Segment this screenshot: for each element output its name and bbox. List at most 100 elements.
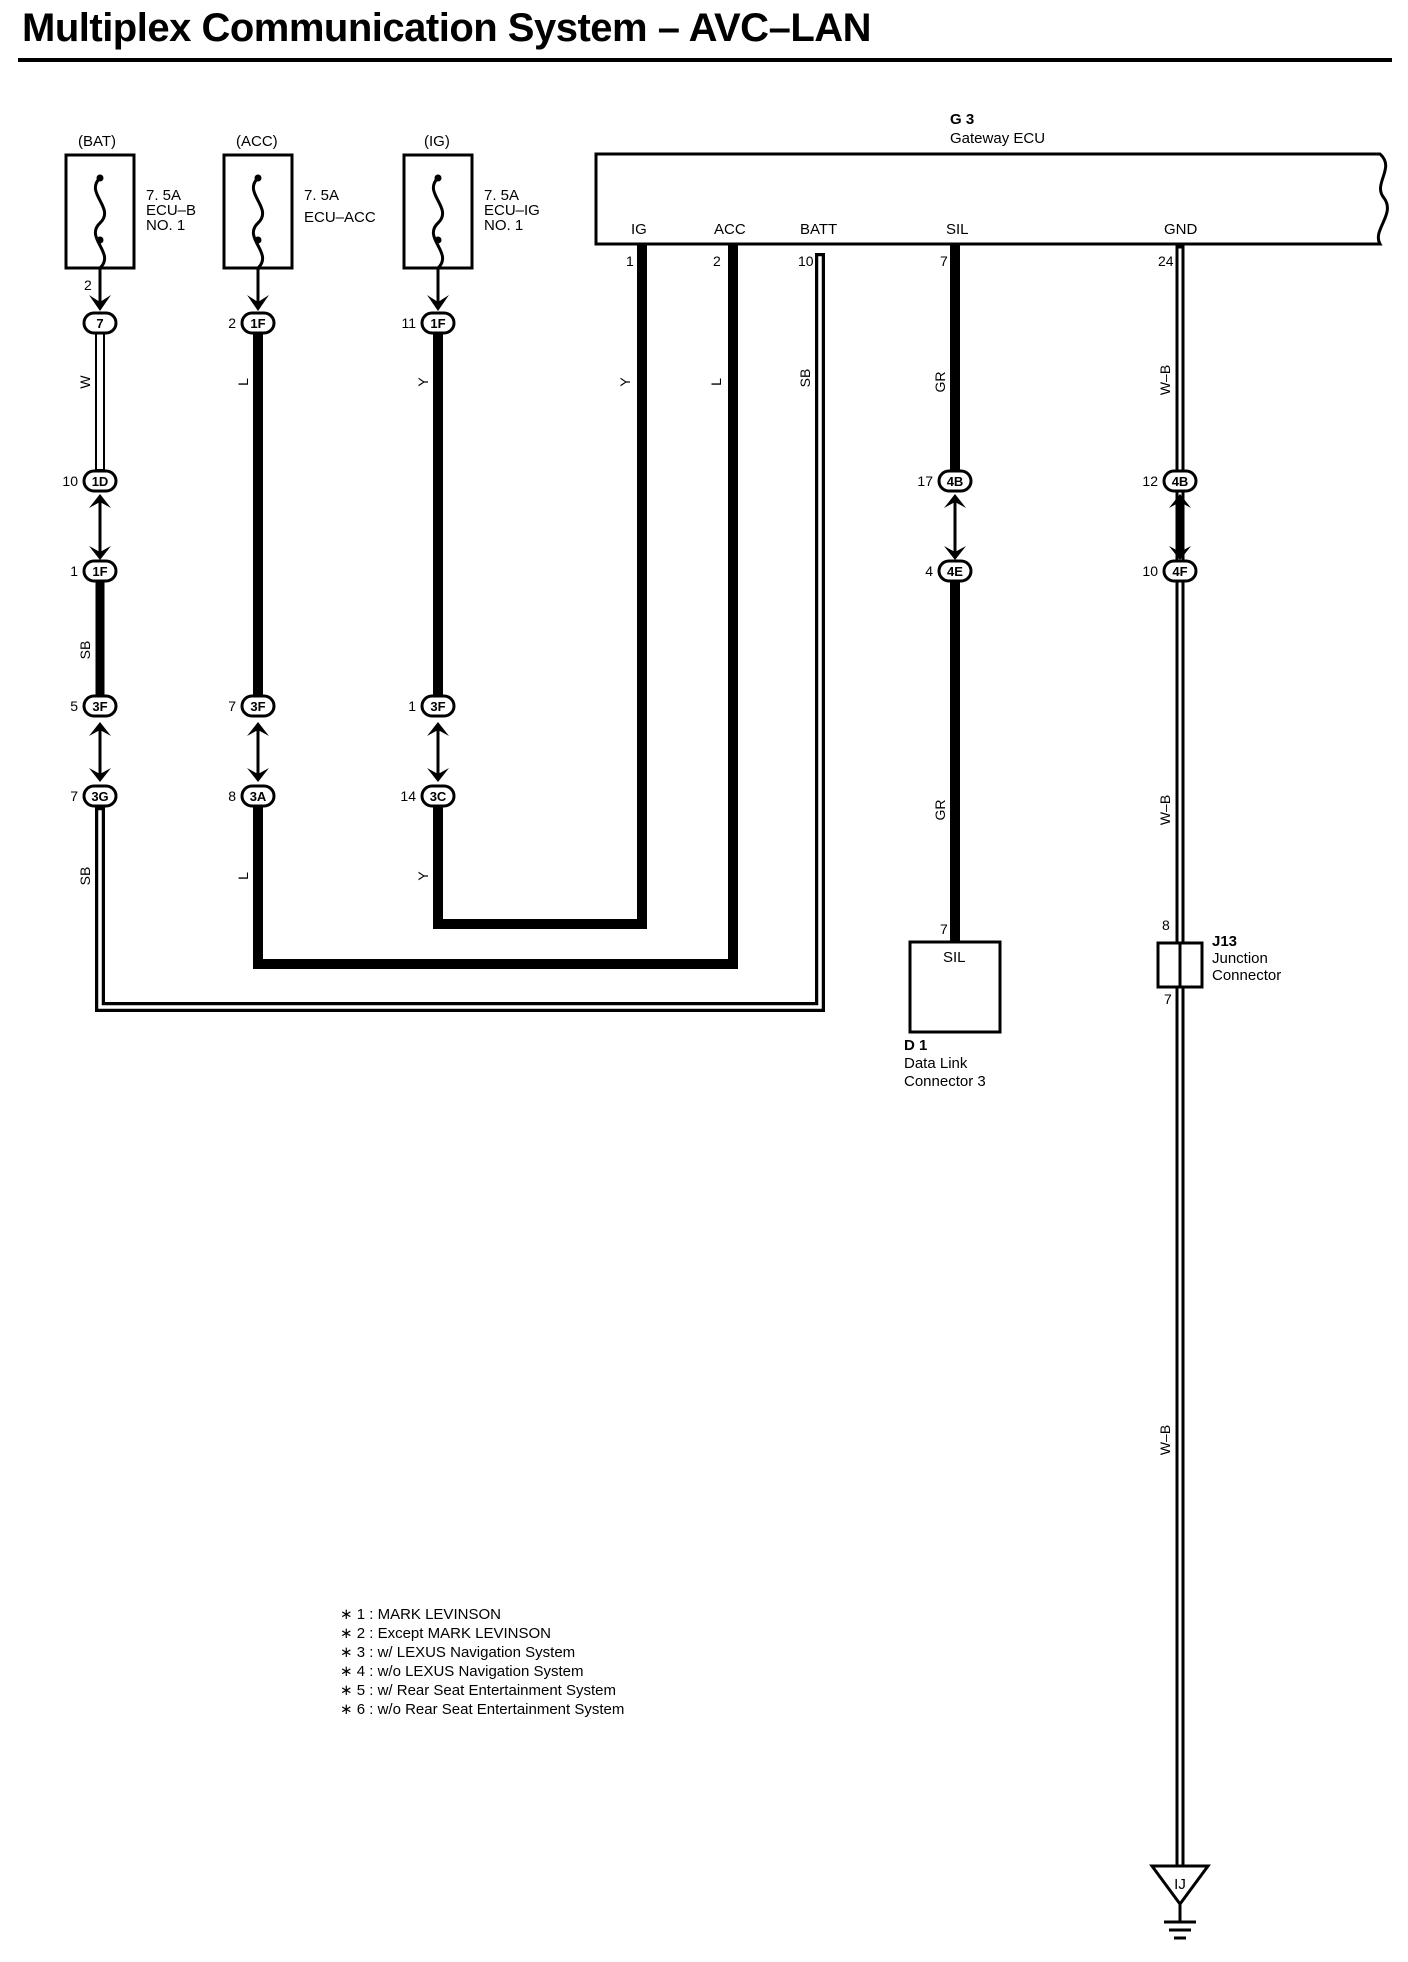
fuse-acc-name: ECU–ACC xyxy=(304,209,376,226)
dlc-terminal: SIL xyxy=(943,949,966,966)
wire-ig-return xyxy=(433,245,647,929)
wire-color-ecu-batt: SB xyxy=(797,369,813,388)
fuse-ig-supply: (IG) xyxy=(424,133,450,150)
fuse-element-icon xyxy=(251,176,265,270)
wire-color-gnd-2: W–B xyxy=(1157,795,1173,825)
connector-acc-1f: 1F 2 xyxy=(228,311,276,335)
svg-text:4B: 4B xyxy=(1172,474,1189,489)
ecu-terminal-batt: BATT xyxy=(800,221,837,238)
svg-text:3F: 3F xyxy=(92,699,107,714)
fuse-bat-supply: (BAT) xyxy=(78,133,116,150)
fuse-ig: (IG) 7. 5A ECU–IG NO. 1 xyxy=(402,133,540,270)
ecu-code: G 3 xyxy=(950,111,974,128)
svg-text:4: 4 xyxy=(925,563,933,579)
wire-color-sil-1: GR xyxy=(932,372,948,393)
connector-acc-3f: 3F 7 xyxy=(228,694,276,718)
wire-color-bat-2: SB xyxy=(77,641,93,660)
footnote: ∗ 2 : Except MARK LEVINSON xyxy=(340,1625,551,1642)
footnotes: ∗ 1 : MARK LEVINSON ∗ 2 : Except MARK LE… xyxy=(340,1605,624,1719)
connector-bat-1d: 1D 10 xyxy=(62,469,118,493)
dlc-code: D 1 xyxy=(904,1037,927,1054)
wire-color-bat-3: SB xyxy=(77,867,93,886)
connector-ig-3f: 3F 1 xyxy=(408,694,456,718)
svg-text:11: 11 xyxy=(401,315,416,331)
wire-acc-return xyxy=(253,245,738,969)
svg-text:12: 12 xyxy=(1142,473,1158,489)
junction-name: Junction xyxy=(1212,950,1268,967)
ecu-pin-acc: 2 xyxy=(713,253,721,269)
fuse-ig-rating: 7. 5A xyxy=(484,187,519,204)
data-link-connector: 7 SIL D 1 Data Link Connector 3 xyxy=(904,921,1002,1090)
footnote: ∗ 3 : w/ LEXUS Navigation System xyxy=(340,1644,576,1661)
junction-name-2: Connector xyxy=(1212,967,1281,984)
svg-text:5: 5 xyxy=(70,698,78,714)
fuse-bat-rating: 7. 5A xyxy=(146,187,181,204)
dlc-name-2: Connector 3 xyxy=(904,1073,986,1090)
wire-color-gnd-3: W–B xyxy=(1157,1425,1173,1455)
wire-bat-return xyxy=(95,253,825,1012)
connector-ig-1f: 1F 11 xyxy=(401,311,456,335)
svg-text:3C: 3C xyxy=(430,789,447,804)
fuse-bat-name-2: NO. 1 xyxy=(146,217,185,234)
fuse-acc-rating: 7. 5A xyxy=(304,187,339,204)
svg-text:10: 10 xyxy=(1142,563,1158,579)
connector-sil-4b: 4B 17 xyxy=(917,469,973,493)
ground-triangle-icon xyxy=(1149,1864,1211,1907)
svg-text:4B: 4B xyxy=(947,474,964,489)
wire-color-acc-1: L xyxy=(235,378,251,386)
fuse-bat-pin: 2 xyxy=(84,277,92,293)
svg-text:7: 7 xyxy=(70,788,78,804)
wire-color-sil-2: GR xyxy=(932,800,948,821)
ground-point: IJ xyxy=(1149,1864,1211,1940)
fuse-bat: (BAT) 7. 5A ECU–B NO. 1 xyxy=(64,133,196,270)
fuse-acc: (ACC) 7. 5A ECU–ACC xyxy=(222,133,376,270)
junction-pin-in: 8 xyxy=(1162,917,1170,933)
fuse-element-icon xyxy=(431,176,445,270)
connector-gnd-4f: 4F 10 xyxy=(1142,559,1198,583)
svg-text:14: 14 xyxy=(400,788,416,804)
fuse-acc-supply: (ACC) xyxy=(236,133,278,150)
svg-text:1F: 1F xyxy=(250,316,265,331)
svg-text:7: 7 xyxy=(228,698,236,714)
connector-sil-4e: 4E 4 xyxy=(925,559,973,583)
dlc-name: Data Link xyxy=(904,1055,968,1072)
svg-text:2: 2 xyxy=(228,315,236,331)
connector-bat-1f: 1F 1 xyxy=(70,559,118,583)
ground-code: IJ xyxy=(1174,1876,1186,1893)
wire-color-bat-1: W xyxy=(77,375,93,389)
connector-bat-7: 7 xyxy=(82,311,118,335)
svg-text:8: 8 xyxy=(228,788,236,804)
junction-pin-out: 7 xyxy=(1164,991,1172,1007)
svg-text:1: 1 xyxy=(70,563,78,579)
svg-text:1: 1 xyxy=(408,698,416,714)
arrow-down-icon xyxy=(247,295,269,311)
wire-color-gnd-1: W–B xyxy=(1157,365,1173,395)
ecu-pin-gnd: 24 xyxy=(1158,253,1174,269)
dlc-pin: 7 xyxy=(940,921,948,937)
fuse-bat-name: ECU–B xyxy=(146,202,196,219)
fuse-element-icon xyxy=(93,176,107,270)
svg-text:4E: 4E xyxy=(947,564,963,579)
connector-acc-3a: 3A 8 xyxy=(228,784,276,808)
wire-color-ig-1: Y xyxy=(415,377,431,387)
wire-color-ecu-acc: L xyxy=(708,378,724,386)
ecu-terminal-ig: IG xyxy=(631,221,647,238)
junction-connector: 8 7 J13 Junction Connector xyxy=(1156,917,1281,1007)
wire-color-labels: W SB SB L L Y Y Y L SB GR GR W–B W–B W–B xyxy=(77,365,1173,1455)
wire-color-acc-2: L xyxy=(235,872,251,880)
svg-text:7: 7 xyxy=(96,316,103,331)
svg-text:1D: 1D xyxy=(92,474,109,489)
arrow-down-icon xyxy=(89,295,111,311)
gateway-ecu: G 3 Gateway ECU IG ACC BATT SIL GND 1 2 … xyxy=(594,111,1389,269)
connectors: 7 2 1D 10 1F 1 3F 5 3G 7 xyxy=(62,268,1198,808)
footnote: ∗ 1 : MARK LEVINSON xyxy=(340,1606,501,1623)
svg-text:3F: 3F xyxy=(430,699,445,714)
ecu-pin-sil: 7 xyxy=(940,253,948,269)
svg-text:3G: 3G xyxy=(91,789,108,804)
ecu-terminal-sil: SIL xyxy=(946,221,969,238)
wire-color-ig-2: Y xyxy=(415,871,431,881)
wire-color-ecu-ig: Y xyxy=(617,377,633,387)
footnote: ∗ 4 : w/o LEXUS Navigation System xyxy=(340,1663,584,1680)
fuse-ig-name-2: NO. 1 xyxy=(484,217,523,234)
